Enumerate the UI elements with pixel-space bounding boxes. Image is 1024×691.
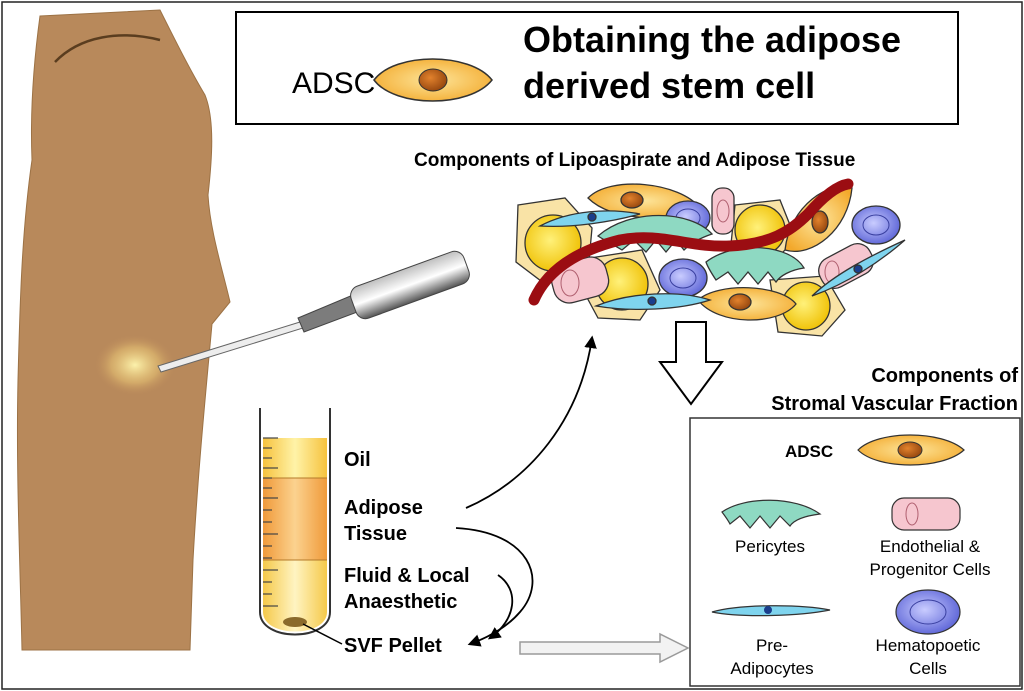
title-line-2: derived stem cell bbox=[523, 65, 815, 106]
adsc-nucleus-icon bbox=[728, 293, 752, 311]
svf-legend-box: ADSC Pericytes Endothelial & Progenitor … bbox=[689, 417, 1021, 687]
injection-glow bbox=[95, 335, 175, 395]
preadipocyte-nucleus-icon bbox=[647, 296, 657, 306]
tissue-to-cluster-arrow bbox=[465, 335, 597, 509]
cannula-handle bbox=[350, 250, 470, 320]
legend-hematopoetic-icon bbox=[895, 589, 961, 635]
hematopoetic-cell-icon bbox=[851, 205, 901, 245]
fluid-to-pellet-arrow bbox=[487, 574, 514, 640]
tube-pellet bbox=[283, 617, 307, 627]
tube-label-adipose: Adipose bbox=[344, 497, 423, 519]
tube-tissue-layer bbox=[263, 478, 327, 560]
blood-vessel bbox=[528, 178, 854, 306]
liposuction-cannula bbox=[157, 250, 470, 373]
legend-pericyte-icon bbox=[721, 499, 822, 529]
endothelial-cell-icon bbox=[711, 187, 735, 235]
legend-endothelial-icon bbox=[891, 497, 961, 531]
tube-label-fluid: Fluid & Local bbox=[344, 565, 470, 587]
title-adsc-label: ADSC bbox=[292, 67, 375, 100]
tube-label-anaesthetic: Anaesthetic bbox=[344, 591, 457, 613]
legend-endothelial-line-2: Progenitor Cells bbox=[870, 560, 991, 579]
legend-endothelial-nucleus-icon bbox=[905, 502, 919, 526]
preadipocyte-nucleus-icon bbox=[853, 264, 863, 274]
body-silhouette bbox=[16, 9, 231, 651]
adsc-nucleus-icon bbox=[811, 210, 829, 234]
down-arrow-icon bbox=[658, 321, 724, 406]
tube-label-tissue: Tissue bbox=[344, 523, 407, 545]
tube-graduations bbox=[263, 437, 278, 607]
adsc-nucleus-icon bbox=[620, 191, 644, 209]
hematopoetic-nucleus-icon bbox=[862, 214, 890, 236]
title-box: ADSC Obtaining the adipose derived stem … bbox=[235, 11, 959, 125]
navel-line bbox=[54, 34, 161, 63]
tube-oil-layer bbox=[263, 438, 327, 478]
legend-pericytes-label: Pericytes bbox=[735, 537, 805, 556]
hematopoetic-nucleus-icon bbox=[669, 267, 697, 289]
title-adsc-nucleus-icon bbox=[418, 68, 448, 92]
preadipocyte-nucleus-icon bbox=[587, 212, 597, 222]
endothelial-nucleus-icon bbox=[716, 199, 730, 223]
endothelial-nucleus-icon bbox=[560, 269, 580, 297]
legend-adsc-label: ADSC bbox=[785, 442, 833, 461]
test-tube bbox=[259, 408, 331, 636]
legend-adsc-nucleus-icon bbox=[897, 441, 923, 459]
hematopoetic-cell-icon bbox=[658, 258, 708, 298]
legend-hematopoetic-nucleus-icon bbox=[909, 599, 947, 625]
tube-label-svf-pellet: SVF Pellet bbox=[344, 635, 442, 657]
legend-preadipocytes-line-1: Pre- bbox=[756, 636, 788, 655]
pellet-pointer-line bbox=[302, 623, 343, 645]
tube-fluid-layer bbox=[263, 560, 327, 632]
legend-hematopoetic-line-2: Cells bbox=[909, 659, 947, 678]
lipoaspirate-heading: Components of Lipoaspirate and Adipose T… bbox=[414, 150, 855, 171]
legend-endothelial-line-1: Endothelial & bbox=[880, 537, 981, 556]
pericyte-icon bbox=[705, 246, 806, 286]
legend-hematopoetic-line-1: Hematopoetic bbox=[876, 636, 981, 655]
pellet-to-svf-arrow bbox=[519, 632, 690, 664]
svf-heading-line-1: Components of bbox=[871, 365, 1018, 387]
legend-preadipocytes-line-2: Adipocytes bbox=[730, 659, 813, 678]
title-line-1: Obtaining the adipose bbox=[523, 19, 901, 60]
endothelial-cell-icon bbox=[818, 243, 874, 289]
legend-preadipocyte-nucleus-icon bbox=[764, 606, 772, 614]
tube-label-oil: Oil bbox=[344, 449, 371, 471]
svf-heading-line-2: Stromal Vascular Fraction bbox=[771, 393, 1018, 415]
